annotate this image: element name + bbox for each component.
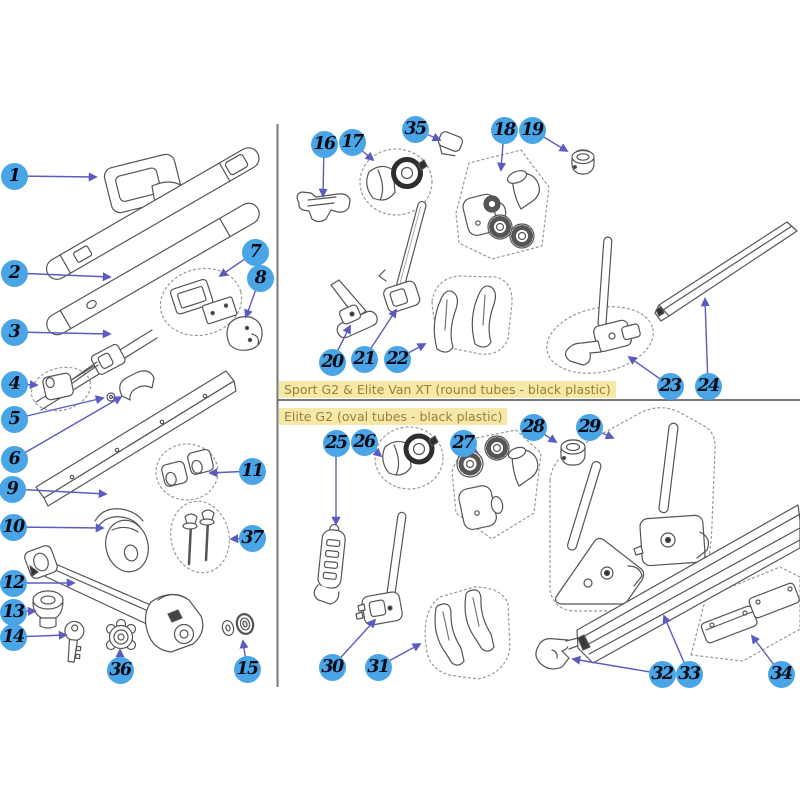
callout-36: 36 [106, 656, 134, 684]
part-19-drawing [571, 149, 595, 175]
callout-30: 30 [318, 653, 346, 681]
part-5-drawing [106, 392, 116, 402]
part-2-drawing [45, 147, 260, 280]
part-20-drawing [330, 279, 378, 339]
callout-19: 19 [518, 116, 546, 144]
callout-8: 8 [246, 264, 274, 292]
callout-7: 7 [241, 238, 269, 266]
region-26-outline [374, 426, 444, 490]
part-23-drawing [564, 236, 641, 366]
region-37-outline [170, 500, 230, 574]
callout-9: 9 [0, 475, 26, 503]
part-13-drawing [32, 590, 64, 629]
part-27-drawing [456, 435, 539, 531]
part-36-drawing [105, 618, 137, 651]
callout-10: 10 [0, 513, 27, 541]
callout-18: 18 [490, 116, 518, 144]
callout-23: 23 [656, 372, 684, 400]
callout-35: 35 [401, 115, 429, 143]
callout-17: 17 [338, 128, 366, 156]
region-18-outline [455, 149, 550, 260]
part-8-drawing [226, 316, 263, 351]
callout-22: 22 [383, 345, 411, 373]
part-34-drawing [700, 582, 800, 644]
callout-5: 5 [0, 405, 28, 433]
callout-2: 2 [0, 259, 28, 287]
part-25-drawing [313, 523, 346, 605]
callout-26: 26 [350, 428, 378, 456]
callout-15: 15 [233, 655, 261, 683]
region-29-outline [549, 407, 716, 612]
callout-37: 37 [238, 524, 266, 552]
part-4-drawing [35, 329, 158, 411]
callout-27: 27 [449, 429, 477, 457]
callout-6: 6 [0, 445, 28, 473]
callout-24: 24 [694, 372, 722, 400]
callout-31: 31 [364, 653, 392, 681]
callout-12: 12 [0, 569, 27, 597]
part-30-drawing [355, 511, 407, 626]
callout-29: 29 [575, 413, 603, 441]
callout-32: 32 [648, 660, 676, 688]
callout-25: 25 [322, 429, 350, 457]
section-label-sport-g2: Sport G2 & Elite Van XT (round tubes - b… [279, 381, 616, 398]
part-16-drawing [296, 191, 351, 223]
part-37-drawing [182, 509, 215, 566]
part-6-drawing [119, 370, 155, 401]
part-35-drawing [437, 131, 464, 157]
callout-20: 20 [318, 348, 346, 376]
region-7-8-outline [159, 267, 243, 337]
part-31-drawing [434, 589, 495, 666]
region-31-outline [424, 586, 511, 680]
callout-1: 1 [0, 162, 28, 190]
callout-3: 3 [0, 318, 28, 346]
section-dividers [276, 124, 800, 687]
region-4-outline [30, 366, 92, 412]
part-33-drawing [576, 504, 800, 664]
region-23-outline [546, 306, 654, 374]
part-7-drawing [169, 278, 238, 325]
callout-16: 16 [310, 130, 338, 158]
callout-11: 11 [238, 457, 266, 485]
part-18-drawing [462, 170, 540, 249]
callout-14: 14 [0, 623, 27, 651]
part-32-drawing [535, 637, 581, 670]
callout-34: 34 [767, 660, 795, 688]
part-14-drawing [64, 620, 85, 663]
callout-28: 28 [519, 413, 547, 441]
callout-33: 33 [675, 660, 703, 688]
part-15-drawing [221, 613, 255, 636]
part-3-drawing [46, 202, 260, 336]
part-22-drawing [433, 285, 497, 353]
part-12-drawing [24, 545, 204, 653]
part-11-drawing [161, 448, 214, 487]
region-17-outline [359, 148, 433, 216]
part-28-drawing [560, 439, 586, 466]
part-24-drawing [654, 221, 798, 322]
part-9-drawing [35, 370, 237, 507]
callout-4: 4 [0, 370, 28, 398]
part-17-drawing [366, 157, 428, 201]
callout-13: 13 [0, 598, 27, 626]
part-10-drawing [94, 508, 149, 573]
part-29-drawing [555, 422, 710, 605]
part-21-drawing [378, 200, 427, 313]
callout-21: 21 [350, 345, 378, 373]
section-label-elite-g2: Elite G2 (oval tubes - black plastic) [279, 408, 508, 425]
part-26-drawing [382, 433, 439, 476]
